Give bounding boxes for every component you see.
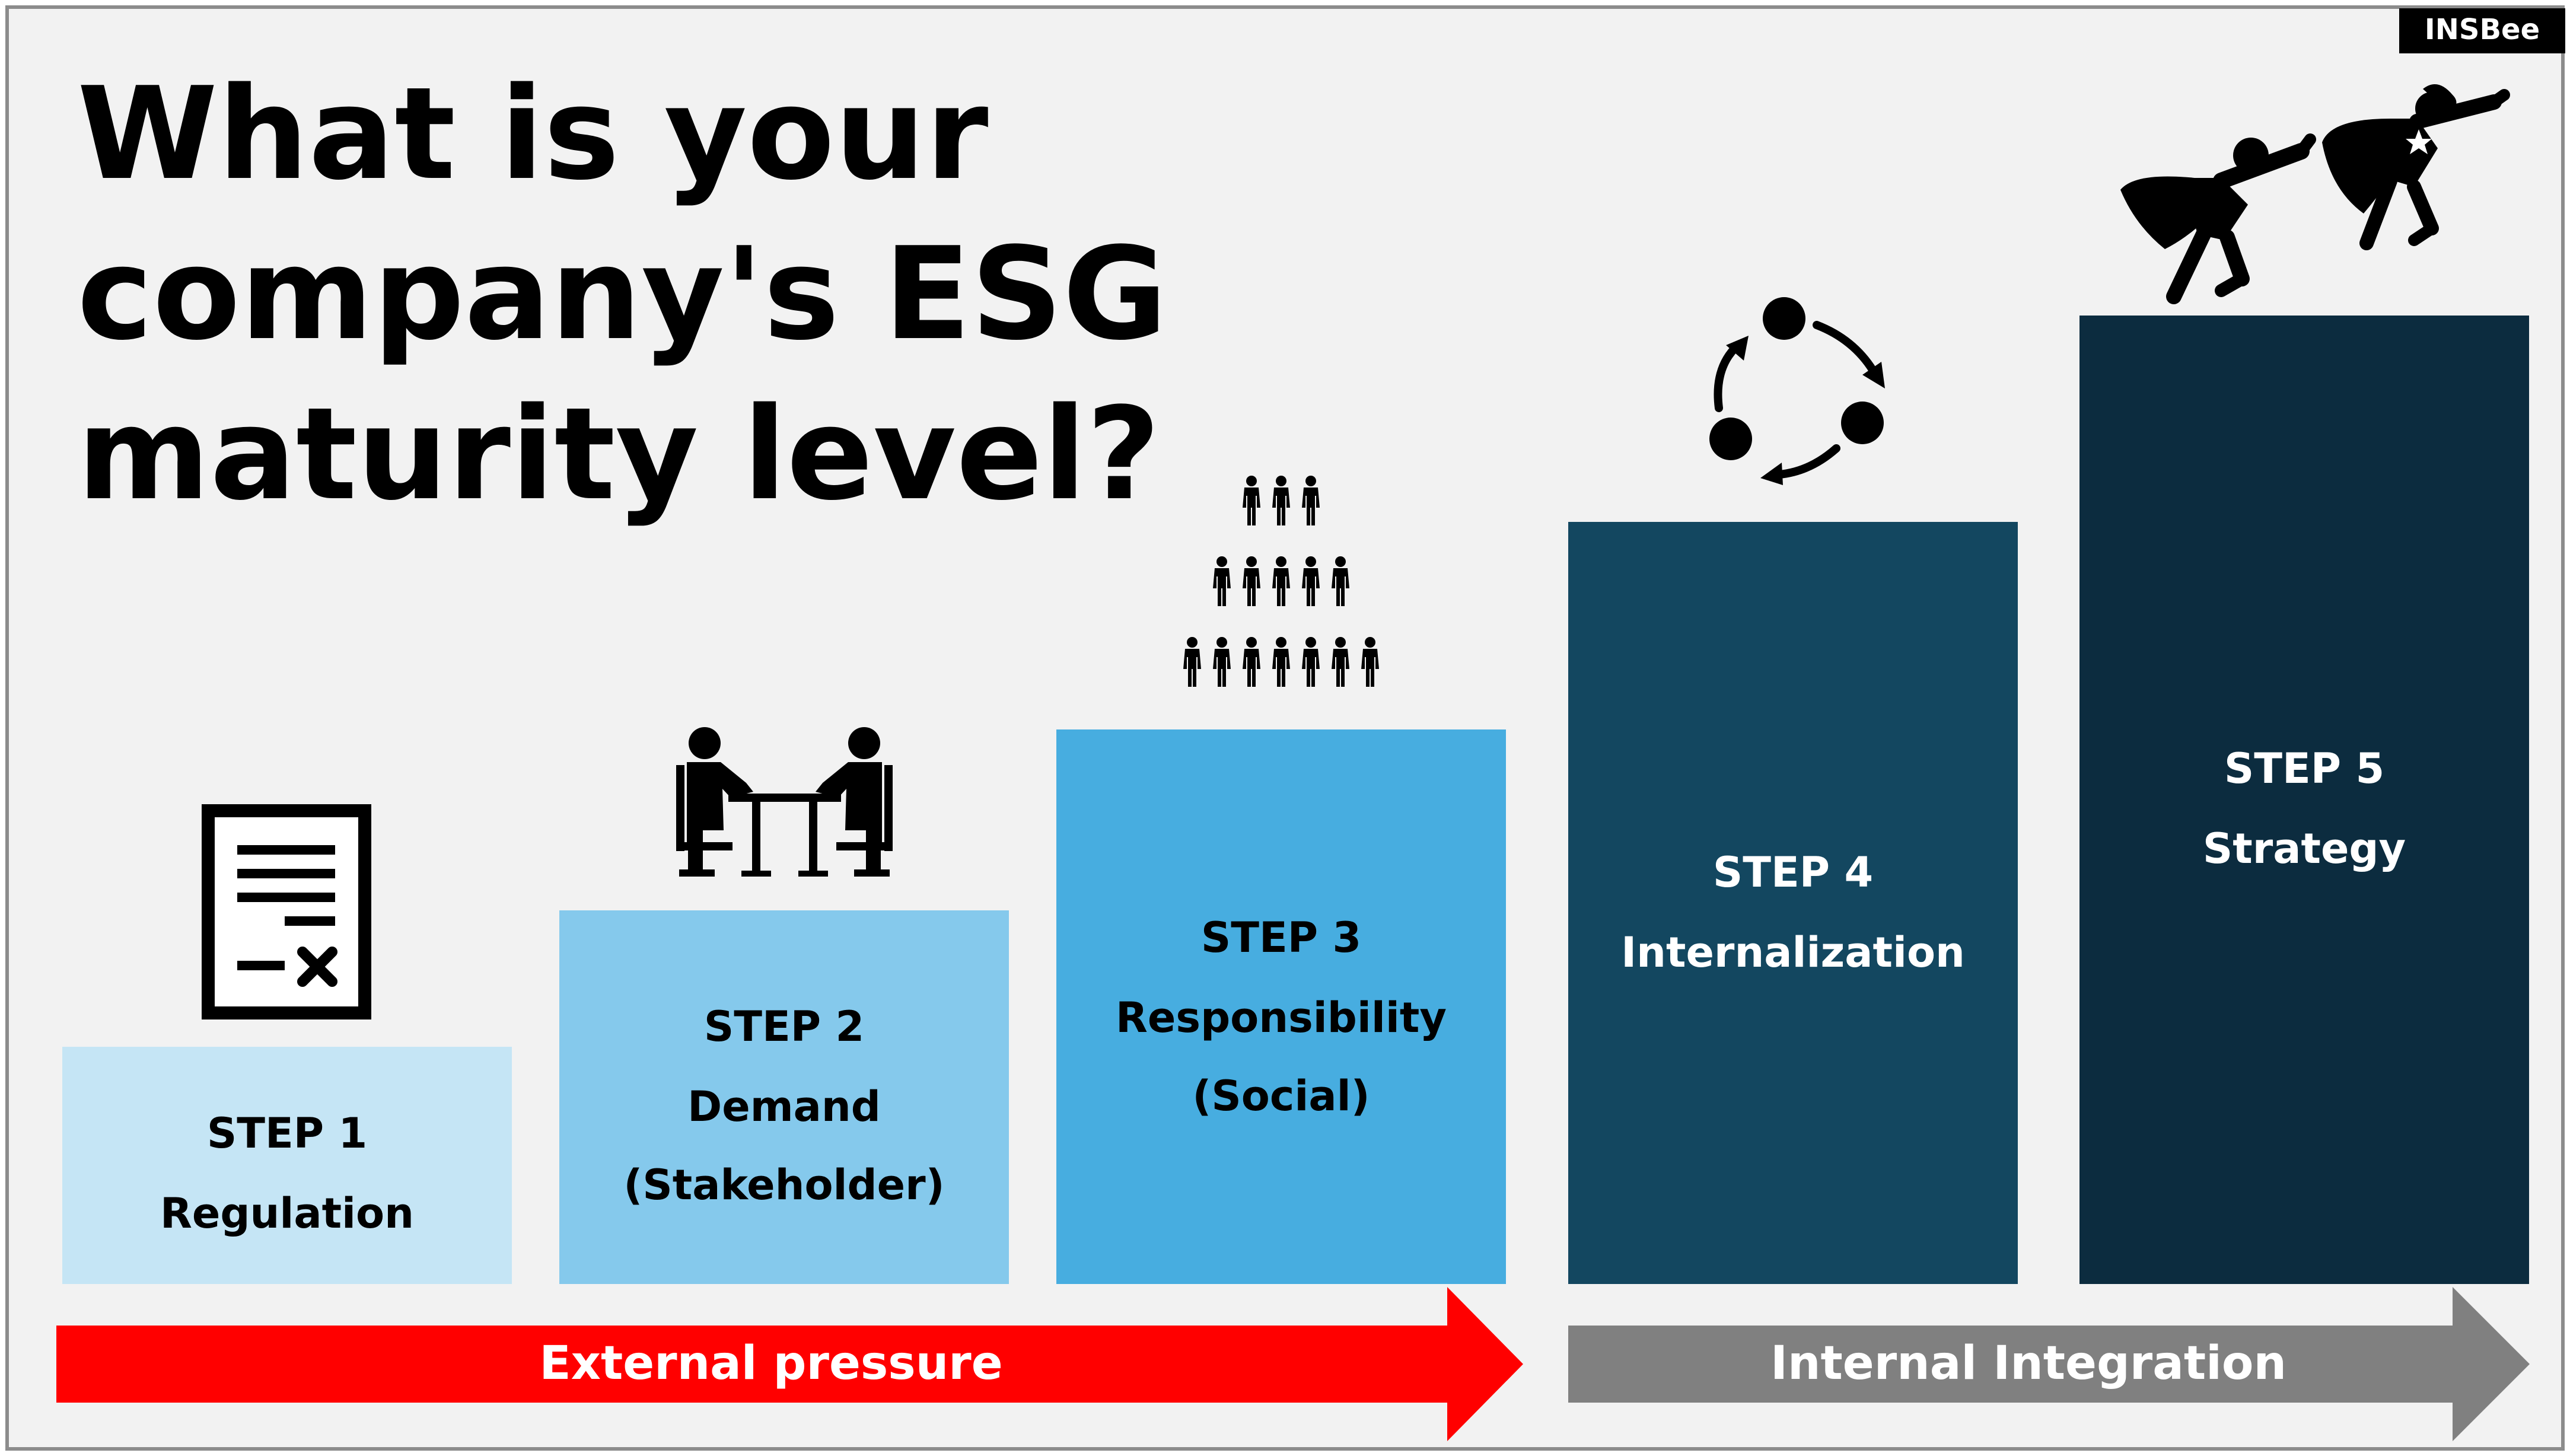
step-3-bar (1056, 729, 1506, 1284)
document-with-signature-icon (202, 804, 371, 1019)
internal-integration-arrow-shape (1568, 1287, 2530, 1441)
brand-badge (2399, 8, 2565, 53)
page-title: What is your company's ESG maturity leve… (77, 59, 1167, 528)
step-2-number: STEP 2 (704, 1002, 864, 1051)
step-1-bar (62, 1047, 512, 1284)
step-4-label: Internalization (1621, 928, 1965, 977)
step-5-label: Strategy (2203, 824, 2406, 873)
step-2-sublabel: (Stakeholder) (623, 1161, 944, 1209)
external-pressure-arrow: External pressure (56, 1287, 1523, 1441)
external-pressure-arrow-shape (56, 1287, 1523, 1441)
step-1-block: STEP 1 Regulation (62, 1047, 512, 1284)
step-2-label: Demand (687, 1082, 881, 1131)
step-5-number: STEP 5 (2224, 744, 2384, 793)
step-5-block: STEP 5 Strategy (2079, 316, 2529, 1284)
step-1-number: STEP 1 (207, 1109, 367, 1158)
cycle-arrows-icon (1709, 297, 1885, 485)
step-3-number: STEP 3 (1201, 913, 1361, 962)
title-line-1: What is your (77, 59, 988, 208)
step-2-block: STEP 2 Demand (Stakeholder) (559, 910, 1009, 1284)
brand-label: INSBee (2425, 13, 2540, 46)
flying-superheroes-icon (2120, 84, 2510, 304)
step-4-block: STEP 4 Internalization (1568, 522, 2018, 1284)
title-line-3: maturity level? (77, 380, 1160, 528)
internal-integration-label: Internal Integration (1770, 1337, 2286, 1390)
step-4-bar (1568, 522, 2018, 1284)
title-line-2: company's ESG (77, 219, 1167, 368)
step-4-number: STEP 4 (1713, 848, 1873, 897)
internal-integration-arrow: Internal Integration (1568, 1287, 2530, 1441)
meeting-people-at-table-icon (676, 727, 893, 877)
step-3-sublabel: (Social) (1192, 1072, 1370, 1120)
step-2-bar (559, 910, 1009, 1284)
step-3-block: STEP 3 Responsibility (Social) (1056, 729, 1506, 1284)
step-5-bar (2079, 316, 2529, 1284)
step-3-label: Responsibility (1116, 993, 1447, 1042)
external-pressure-label: External pressure (539, 1337, 1002, 1390)
step-1-label: Regulation (160, 1189, 414, 1238)
